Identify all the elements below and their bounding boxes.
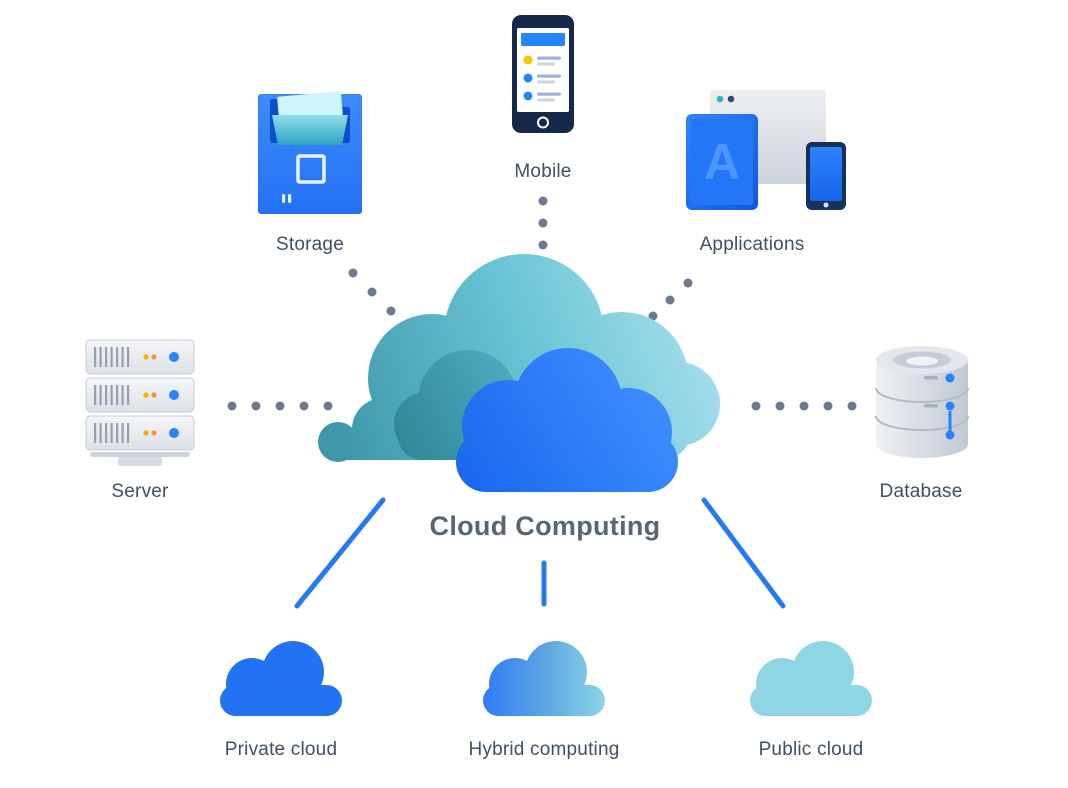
dotted-connector-database-cloud	[751, 401, 857, 411]
solid-connectors	[294, 497, 786, 609]
dotted-connector-mobile-cloud	[538, 196, 548, 250]
dotted-connector-server-cloud	[227, 401, 333, 411]
solid-connector-public-cloud	[701, 497, 786, 609]
dotted-connector-storage-cloud	[348, 268, 396, 316]
private-cloud-icon	[220, 641, 342, 716]
phone-icon	[806, 142, 846, 210]
private-cloud-label: Private cloud	[224, 739, 338, 760]
server-units	[85, 339, 195, 451]
tablet-letter: A	[704, 134, 740, 190]
central-cloud-icon	[318, 254, 720, 492]
public-cloud-icon	[750, 641, 872, 716]
folder-icon	[270, 91, 350, 145]
mobile-label: Mobile	[514, 161, 572, 182]
hybrid-computing-label: Hybrid computing	[468, 739, 620, 760]
tablet-icon: A	[686, 114, 758, 210]
dotted-connector-applications-cloud	[648, 278, 693, 321]
applications-label: Applications	[699, 234, 805, 255]
storage-icon	[258, 91, 362, 214]
database-icon	[875, 346, 969, 458]
applications-icon: A	[686, 90, 846, 210]
solid-connector-private-cloud	[294, 497, 386, 609]
mobile-list-rows	[523, 55, 561, 102]
hybrid-computing-icon	[483, 641, 605, 716]
public-cloud-label: Public cloud	[758, 739, 864, 760]
mobile-icon	[512, 15, 574, 133]
central-cloud-front-puff	[456, 348, 678, 492]
server-label: Server	[111, 481, 169, 502]
server-icon	[85, 339, 195, 466]
bottom-clouds	[220, 641, 872, 716]
database-label: Database	[879, 481, 963, 502]
storage-label: Storage	[276, 234, 344, 255]
diagram-title: Cloud Computing	[429, 511, 661, 541]
